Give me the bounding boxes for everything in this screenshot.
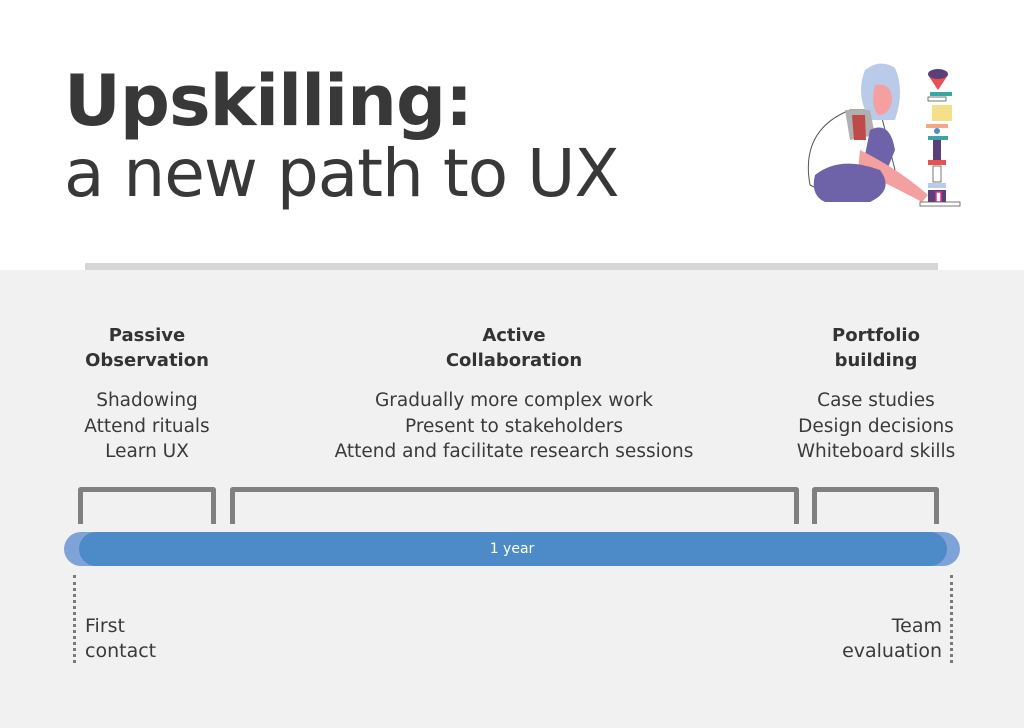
milestone-text: Team <box>891 615 942 637</box>
phase-heading: Collaboration <box>445 350 583 371</box>
bracket-portfolio <box>812 487 939 524</box>
milestone-start: First contact <box>85 614 156 664</box>
phase-item: Case studies <box>817 390 935 411</box>
phase-portfolio-building: Portfolio building Case studies Design de… <box>797 323 956 465</box>
phase-item: Attend and facilitate research sessions <box>334 441 694 462</box>
divider <box>85 263 938 270</box>
phase-heading: Portfolio <box>832 325 920 346</box>
milestone-text: contact <box>85 640 157 662</box>
phase-item: Present to stakeholders <box>405 415 623 437</box>
phase-item: Shadowing <box>96 390 198 411</box>
milestone-end: Team evaluation <box>842 614 942 664</box>
phase-item: Whiteboard skills <box>796 441 956 462</box>
phase-item: Design decisions <box>798 415 954 437</box>
bracket-passive <box>78 487 216 524</box>
timeline-label: 1 year <box>489 541 535 557</box>
phase-heading: Active <box>482 325 546 346</box>
phase-heading: Passive <box>108 325 186 346</box>
illustration-person-stacking-blocks <box>807 63 961 207</box>
phase-heading: Observation <box>85 350 209 371</box>
phase-item: Attend rituals <box>84 415 210 437</box>
title: Upskilling: <box>64 60 473 142</box>
start-marker-dots <box>73 575 76 663</box>
phase-item: Gradually more complex work <box>374 390 654 411</box>
phase-item: Learn UX <box>105 441 189 462</box>
timeline-area <box>0 270 1024 728</box>
subtitle: a new path to UX <box>64 135 620 212</box>
timeline-bar <box>79 532 947 566</box>
bracket-active <box>230 487 799 524</box>
milestone-text: evaluation <box>842 640 942 662</box>
end-marker-dots <box>950 575 953 663</box>
milestone-text: First <box>85 615 125 637</box>
phase-heading: building <box>834 350 918 371</box>
